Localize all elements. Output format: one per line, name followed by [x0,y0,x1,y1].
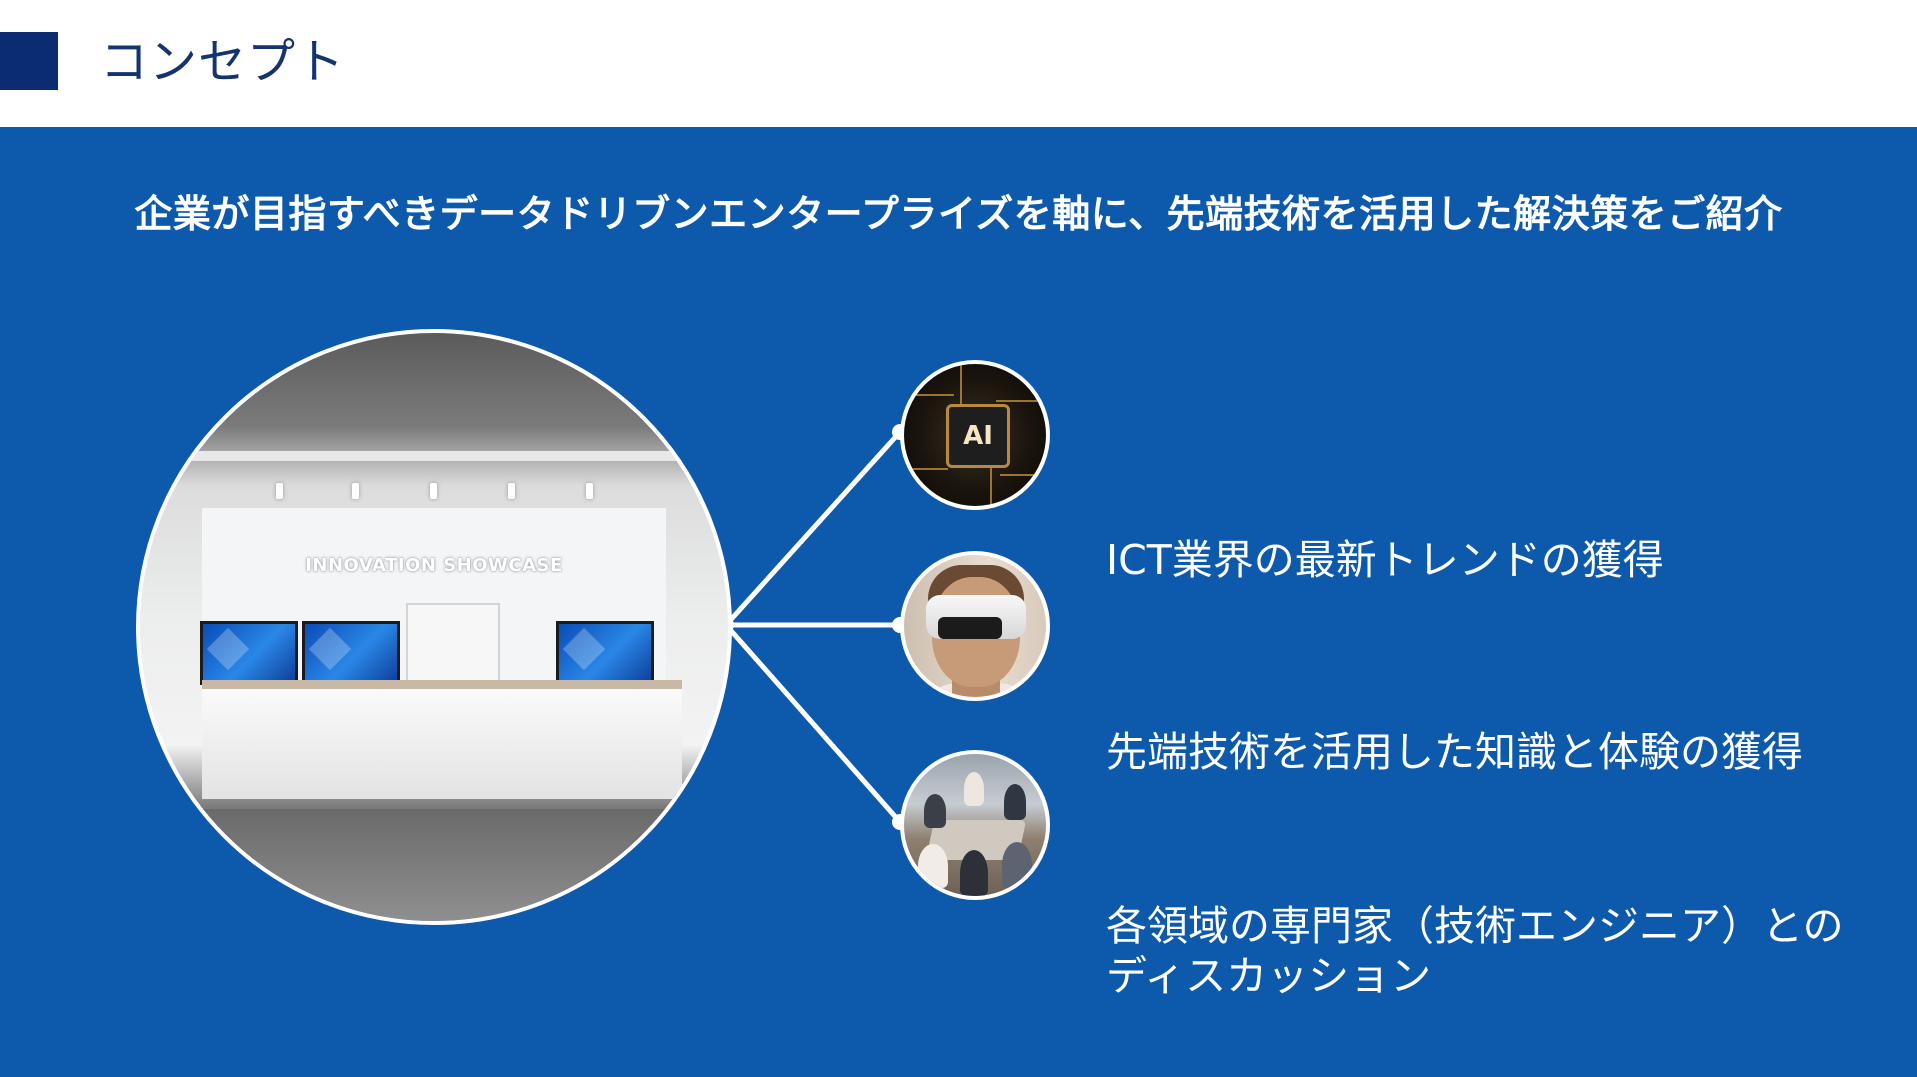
feature-text-1-line-1: ICT業界の最新トレンドの獲得 [1106,536,1664,584]
ceiling-lamp [508,483,515,499]
feature-text-3: 各領域の専門家（技術エンジニア）との ディスカッション [1106,901,1844,1001]
feature-text-3-line-1: 各領域の専門家（技術エンジニア）との [1106,902,1844,950]
showroom-floor [140,809,728,921]
header: コンセプト [0,0,1917,127]
display-counter [202,680,682,689]
ceiling-lamp [586,483,593,499]
feature-text-3-line-2: ディスカッション [1106,952,1432,1000]
connector-line-1 [723,429,903,628]
feature-text-1: ICT業界の最新トレンドの獲得 [1106,535,1664,585]
display-screen [302,621,400,685]
page-title: コンセプト [100,34,346,90]
main-content: 企業が目指すべきデータドリブンエンタープライズを軸に、先端技術を活用した解決策を… [0,127,1917,1077]
connector-line-3 [723,622,903,825]
header-accent-square [0,32,58,90]
meeting-icon [900,750,1050,900]
display-screen [556,621,654,685]
counter-front [202,689,682,799]
display-screen [200,621,298,685]
vr-headset-icon [900,551,1050,701]
feature-text-2: 先端技術を活用した知識と体験の獲得 [1106,727,1803,777]
showroom-photo: INNOVATION SHOWCASE [136,329,732,925]
feature-text-2-line-1: 先端技術を活用した知識と体験の獲得 [1106,728,1803,776]
ceiling-lamp [352,483,359,499]
showroom-sign: INNOVATION SHOWCASE [305,555,563,576]
ai-chip-icon: AI [900,360,1050,510]
ceiling-lamp [430,483,437,499]
ceiling-band [140,451,728,461]
ceiling-lamp [276,483,283,499]
subtitle: 企業が目指すべきデータドリブンエンタープライズを軸に、先端技術を活用した解決策を… [134,192,1783,236]
ai-chip-label: AI [946,404,1010,468]
